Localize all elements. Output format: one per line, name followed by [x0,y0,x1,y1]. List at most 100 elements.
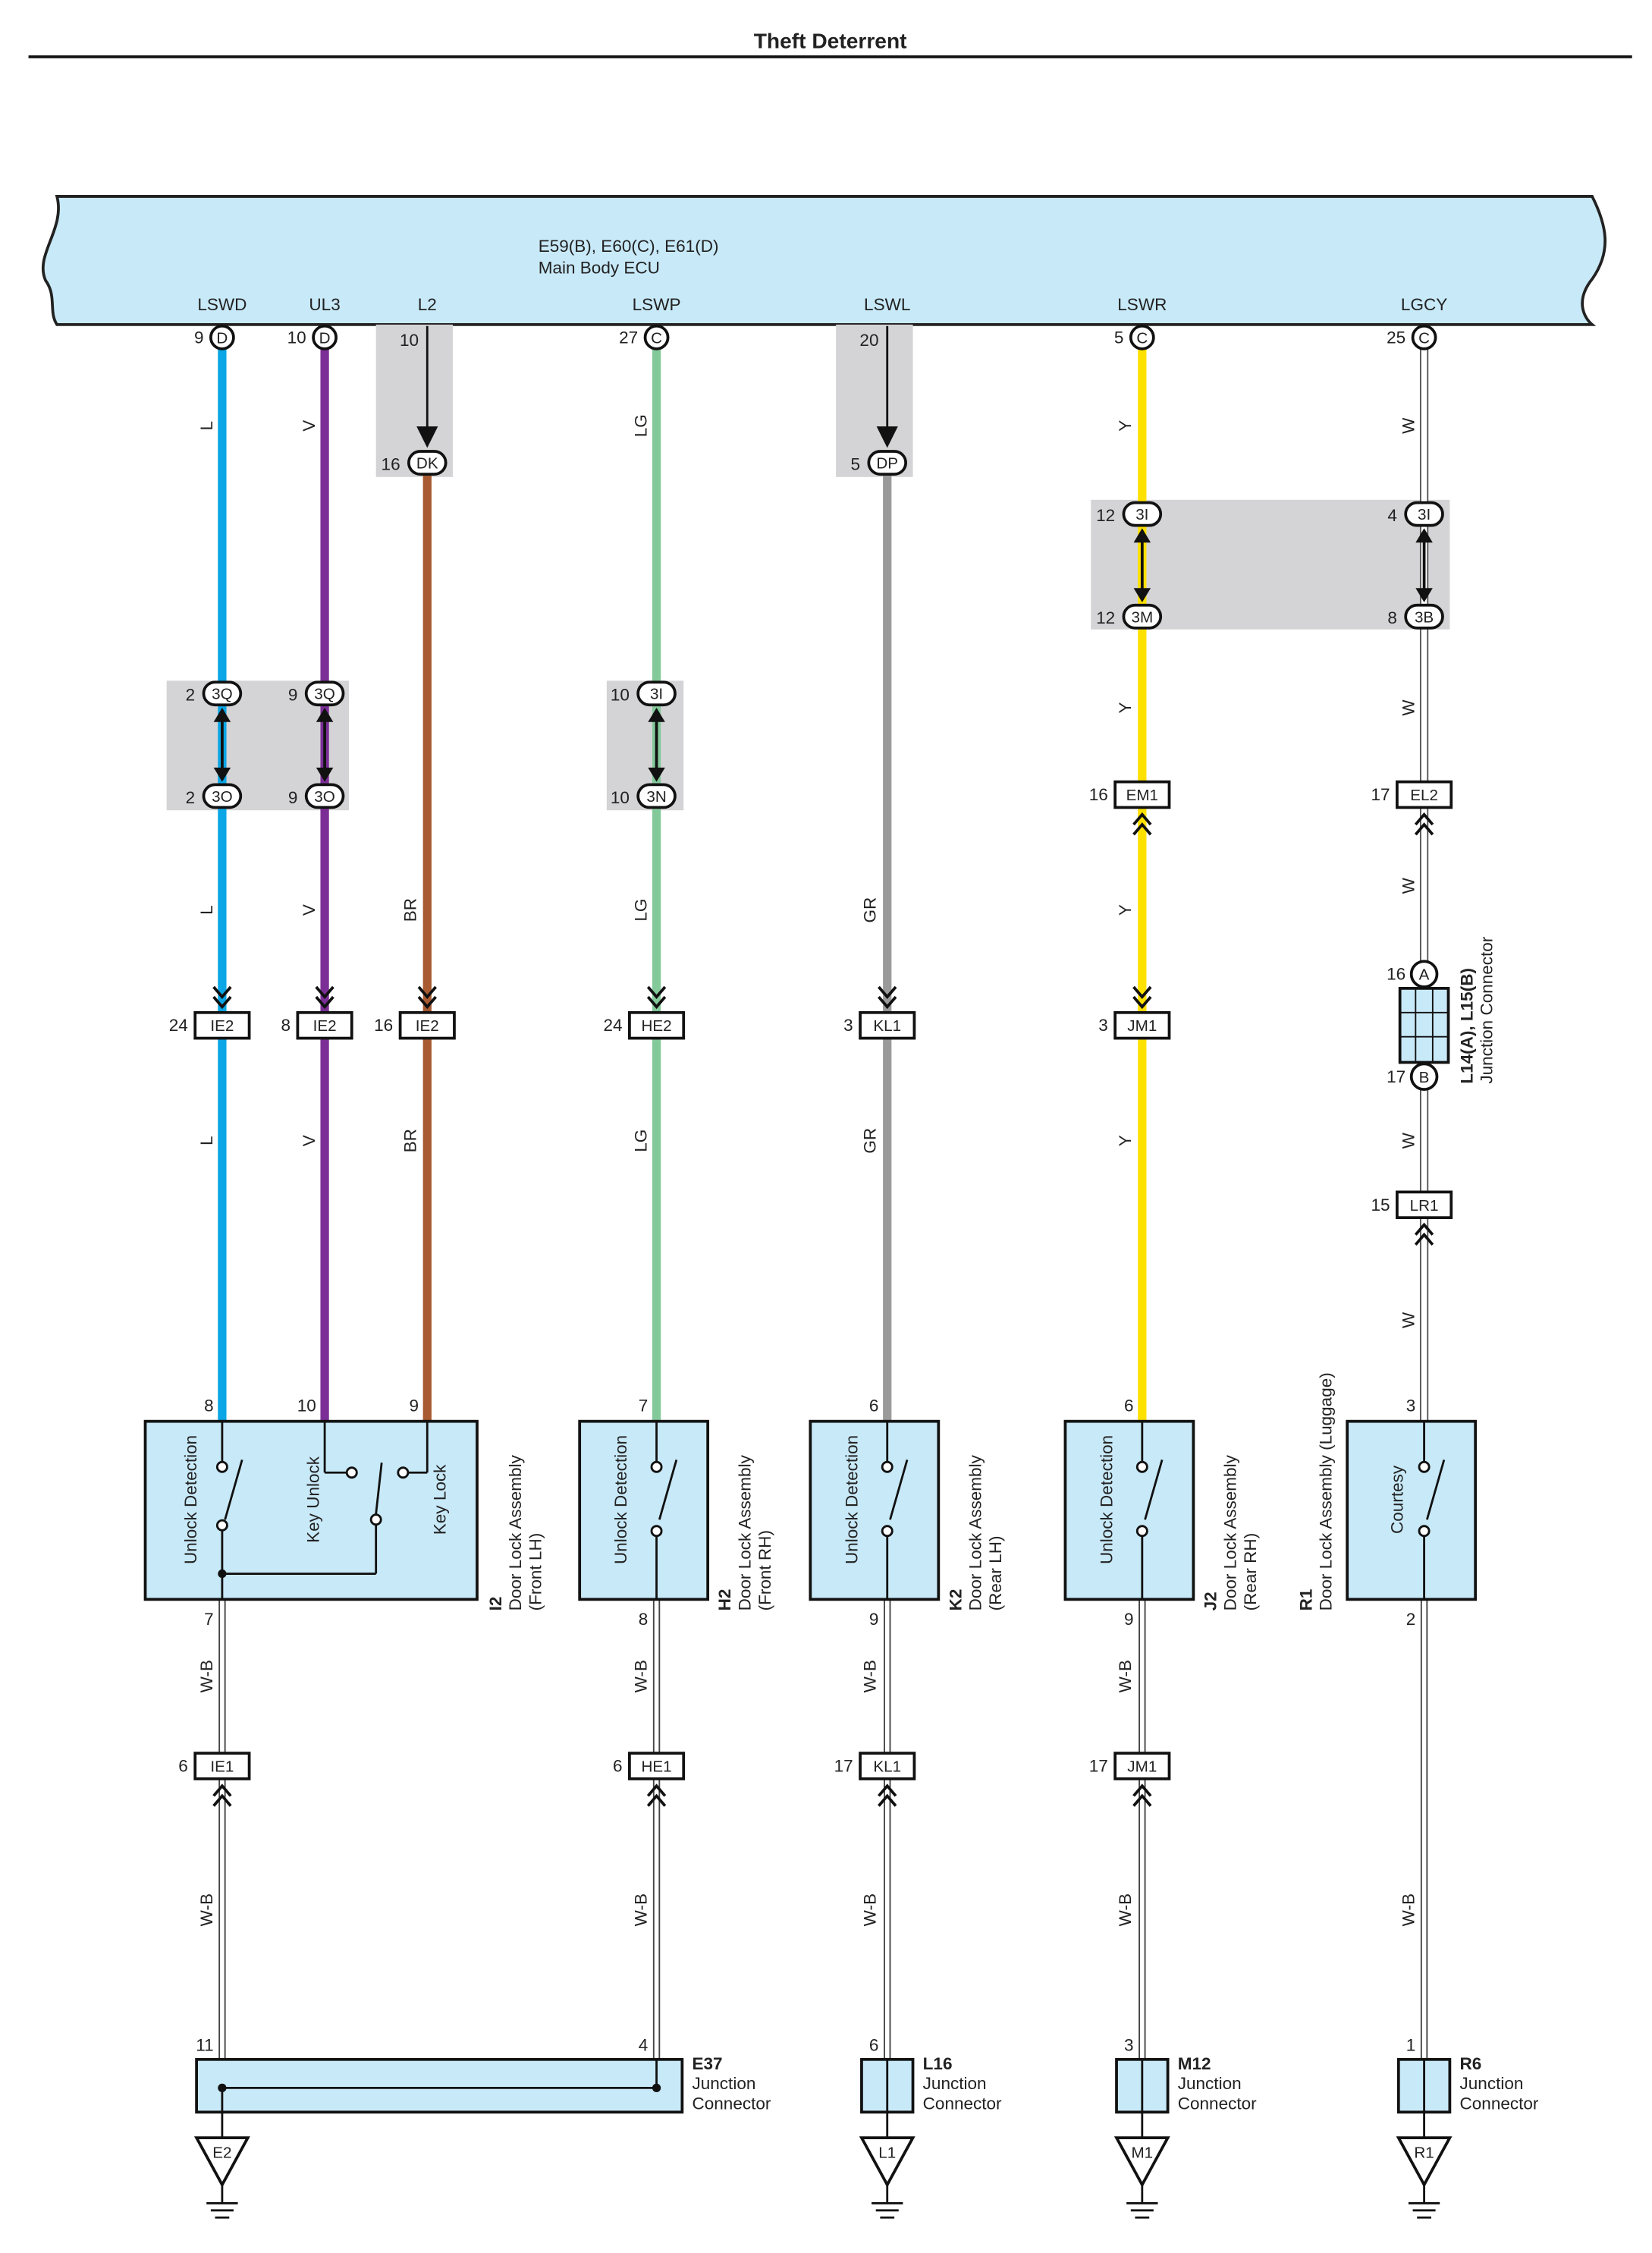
svg-text:V: V [300,420,319,432]
svg-text:6: 6 [613,1757,623,1776]
splice-3b-lgcy: 3B 8 [1387,603,1444,630]
svg-text:2: 2 [1406,1610,1416,1629]
svg-text:EL2: EL2 [1410,787,1438,804]
svg-text:HE1: HE1 [641,1758,671,1776]
chevron-lgcy-lr1 [1414,1222,1434,1246]
conn-kl1: KL1 3 [843,1010,916,1040]
svg-text:3: 3 [1098,1016,1108,1035]
svg-text:E2: E2 [212,2144,231,2161]
splice-3i-lswp: 3I 10 [611,680,677,707]
svg-text:W: W [1399,877,1418,894]
svg-text:17: 17 [1089,1757,1108,1776]
signal-lswd: LSWD [197,295,247,314]
svg-text:8: 8 [281,1016,291,1035]
chevron-he1 [646,1783,667,1807]
svg-text:17: 17 [1387,1067,1405,1086]
junction-l14-l15: A 16 B 17 L14(A), L15(B) Junction Connec… [1387,936,1497,1092]
device-h2-code: H2 [715,1589,734,1611]
svg-text:W-B: W-B [861,1660,880,1692]
svg-text:W-B: W-B [631,1893,650,1926]
svg-text:W-B: W-B [1399,1893,1418,1926]
svg-text:9: 9 [1124,1610,1134,1629]
svg-text:5: 5 [851,454,861,473]
device-j2-name: Door Lock Assembly [1221,1454,1240,1610]
conn-ie1: IE1 6 [178,1752,251,1780]
chevron-ul3 [315,985,334,1010]
svg-text:R1: R1 [1414,2144,1434,2161]
device-k2-name: Door Lock Assembly [966,1454,985,1610]
conn-ie2-lswd: IE2 24 [169,1010,251,1040]
svg-text:D: D [216,329,228,347]
chevrons [212,812,1434,1807]
device-r1: 3 2 Courtesy R1 Door Lock Assembly (Lugg… [1296,1372,1478,1629]
device-h2: 7 8 Unlock Detection H2 Door Lock Assemb… [578,1397,774,1629]
pin-l2: 10 [400,331,419,350]
link-lgcy [1415,528,1433,603]
svg-text:IE2: IE2 [313,1017,337,1035]
junction-l14-code: L14(A), L15(B) [1457,968,1476,1084]
junction-l14-name: Junction Connector [1478,936,1497,1084]
svg-text:3I: 3I [1135,506,1148,523]
svg-text:LG: LG [631,899,650,922]
svg-text:3Q: 3Q [314,686,335,703]
svg-text:C: C [1136,329,1148,347]
link-ul3 [316,707,334,782]
link-lswp [648,707,665,782]
svg-text:10: 10 [297,1397,316,1416]
splice-dp: DP 5 [851,450,908,476]
conn-jm1-gnd: JM1 17 [1089,1752,1171,1780]
svg-text:W-B: W-B [1116,1893,1135,1926]
conn-he2: HE2 24 [603,1010,686,1040]
signal-ul3: UL3 [309,295,340,314]
svg-text:10: 10 [611,788,630,807]
svg-text:3Q: 3Q [212,686,233,703]
wires [218,325,1429,1422]
svg-text:GR: GR [861,1128,880,1154]
svg-text:4: 4 [1387,506,1397,525]
conn-lr1: LR1 15 [1371,1190,1453,1220]
device-j2-sub: (Rear RH) [1241,1533,1260,1611]
device-k2-sub: (Rear LH) [986,1536,1005,1611]
chevron-lswp [646,985,667,1010]
svg-text:10: 10 [611,686,630,705]
device-r1-code: R1 [1296,1589,1315,1611]
svg-text:JM1: JM1 [1127,1017,1157,1035]
svg-text:17: 17 [1371,785,1390,804]
svg-text:B: B [1419,1069,1430,1086]
inline-connectors: IE2 24 IE2 8 IE2 16 HE2 24 KL1 3 EM1 16 [169,780,1453,1780]
svg-text:3N: 3N [646,788,666,806]
svg-text:L: L [197,905,216,915]
conn-kl1-gnd: KL1 17 [834,1752,916,1780]
svg-text:W: W [1399,699,1418,716]
svg-text:9: 9 [869,1610,879,1629]
svg-text:Key Unlock: Key Unlock [304,1456,323,1543]
svg-text:4: 4 [639,2036,649,2055]
svg-text:6: 6 [869,1397,879,1416]
device-i2-name: Door Lock Assembly [506,1454,525,1610]
signal-lswp: LSWP [633,295,681,314]
conn-circle-lswr: C [1129,324,1155,350]
svg-text:3I: 3I [1418,506,1431,523]
junction-l16: 6 L16 Junction Connector [860,2036,1002,2114]
svg-text:L: L [197,421,216,431]
svg-text:24: 24 [169,1016,188,1035]
svg-text:24: 24 [603,1016,622,1035]
svg-text:3I: 3I [650,686,663,703]
chevron-lswr-jm1 [1132,985,1152,1010]
svg-text:15: 15 [1371,1196,1390,1214]
svg-text:6: 6 [178,1757,188,1776]
svg-text:V: V [300,904,319,916]
svg-text:Connector: Connector [1460,2094,1539,2113]
conn-circle-lswd: D [209,324,235,350]
svg-text:R6: R6 [1460,2054,1482,2073]
svg-text:3: 3 [1406,1397,1416,1416]
svg-text:Y: Y [1116,1135,1135,1146]
splice-3n-lswp: 3N 10 [611,783,677,809]
pin-lswr: 5 [1114,328,1124,347]
svg-text:Connector: Connector [1178,2094,1257,2113]
svg-text:9: 9 [288,686,298,705]
device-i2: 8 10 9 7 Unlock Detection Key Unlock [143,1397,545,1629]
conn-he1: HE1 6 [613,1752,686,1780]
chevron-kl1 [878,1783,897,1807]
